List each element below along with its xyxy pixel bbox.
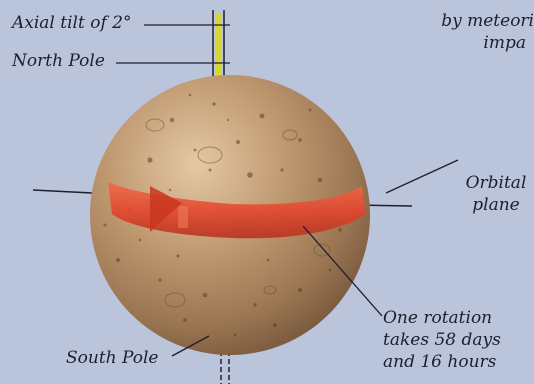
- impact-caption-line-1: by meteori: [394, 10, 534, 32]
- axial-tilt-label: Axial tilt of 2°: [12, 12, 131, 34]
- north-pole-label: North Pole: [12, 50, 105, 72]
- south-pole-label: South Pole: [66, 347, 159, 369]
- rotation-label: One rotation takes 58 days and 16 hours: [383, 307, 501, 373]
- orbital-plane-line-1: Orbital: [456, 172, 534, 194]
- rotation-line-2: takes 58 days: [383, 329, 501, 351]
- orbital-plane-line-2: plane: [456, 194, 534, 216]
- rotation-line-3: and 16 hours: [383, 351, 501, 373]
- orbital-plane-label: Orbital plane: [456, 172, 534, 216]
- impact-caption-line-2: impa: [394, 32, 534, 54]
- rotation-line-1: One rotation: [383, 307, 501, 329]
- rotation-axis-north: [213, 10, 224, 78]
- leader-orbital-plane: [386, 160, 458, 193]
- impact-caption: by meteori impa: [394, 10, 534, 54]
